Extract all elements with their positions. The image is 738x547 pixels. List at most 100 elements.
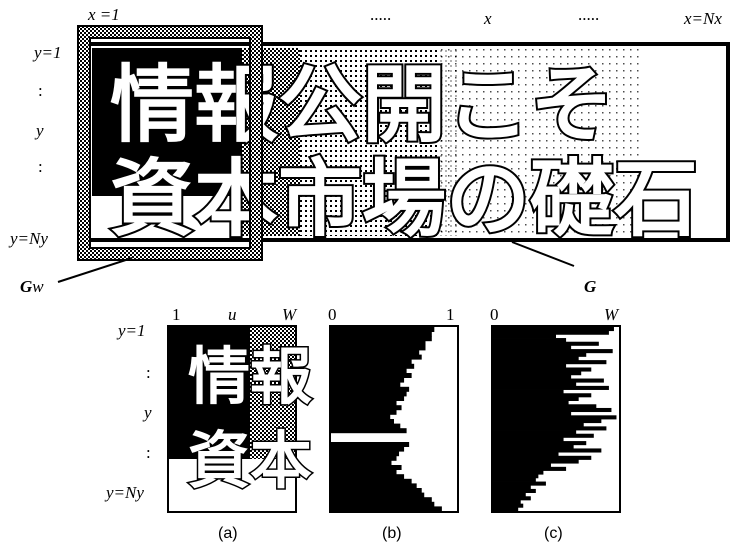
panel-b-profile-bar [331,359,412,365]
panel-c-profile-bar [493,507,519,512]
panel-c-profile-bar [493,404,597,409]
y-label-last: y=Ny [8,229,48,248]
panel-c-profile-bar [493,374,572,379]
panel-c-profile-bar [493,496,531,501]
image-g: 情報公開こそ 資本市場の礎石 [86,42,730,250]
panel-c-profile-bar [493,338,567,343]
panel-a-y-label-first: y=1 [116,321,146,340]
panel-b-profile-bar [331,373,412,378]
panel-b-profile-bar [331,474,405,480]
window-gw-inner-border [89,37,251,249]
panel-a-y-label-y: y [142,403,152,422]
panel-b-profile-bar [331,460,392,466]
y-label-colon-2: : [38,157,43,176]
panel-c-profile-bar [493,415,617,420]
y-label-y: y [34,121,44,140]
panel-c-profile-bar [493,492,526,497]
panel-b-profile-bar [331,386,410,392]
panel-b-profile-bar [331,382,401,388]
panel-c-caption: (c) [544,525,563,542]
panel-b-profile-bar [331,442,410,447]
y-label-first: y=1 [32,43,62,62]
panel-b-profile-bar [331,446,405,452]
panel-b-profile-bar [331,340,426,346]
panel-b-top-label-1: 1 [446,305,455,324]
panel-b-profile-bar [331,345,426,351]
panel-b-profile [331,327,442,512]
panel-b-profile-bar [331,363,415,369]
panel-b-profile-bar [331,396,405,401]
panel-c-profile-bar [493,481,546,486]
panel-b-profile-bar [331,354,422,360]
headline-line-2: 資本市場の礎石 [110,150,698,248]
window-gw-outer-border [77,25,263,261]
gw-label-rest: w [32,277,44,296]
panel-c-top-label-0: 0 [490,305,499,324]
panel-b-profile-bar [331,368,407,374]
panel-b: 0 1 (b) [328,305,459,542]
light-region [92,196,242,236]
panel-b-profile-bar [331,497,432,503]
panel-c-profile-bar [493,367,592,372]
panel-c-profile-bar [493,499,521,505]
window-gw-frame [78,26,262,260]
panel-c-profile-bar [493,378,604,383]
panel-c-profile-bar [493,485,531,490]
panel-c-profile-bar [493,360,607,365]
panel-c-profile-bar [493,477,536,482]
panel-b-top-label-0: 0 [328,305,337,324]
gw-pointer-line [57,257,133,283]
panel-c-profile-bar [493,327,614,332]
halftone-light [440,48,640,236]
x-label-dots-1: ..... [370,5,391,24]
panel-b-profile-bar [331,409,397,415]
panel-c-profile-bar [493,488,536,493]
panel-b-profile-bar [331,423,401,429]
panel-b-profile-bar [331,465,402,470]
panel-c-profile-bar [493,448,602,453]
panel-c-profile-bar [493,411,572,416]
panel-c-profile-bar [493,426,607,431]
panel-b-profile-bar [331,488,422,493]
panel-b-profile-bar [331,327,435,332]
panel-c-top-label-w: W [604,305,620,324]
panel-b-profile-bar [331,492,425,498]
panel-c-profile-bar [493,455,592,460]
window-gw [77,25,263,261]
g-pointer-line [511,241,575,267]
panel-b-profile-bar [331,331,432,337]
panel-c-profile-bar [493,466,567,471]
panel-b-profile-bar [331,391,407,397]
panel-c-profile-bar [493,363,567,368]
panel-c-profile-bar [493,452,559,457]
panel-c-profile-bar [493,349,613,354]
panel-b-profile-bar [331,483,417,489]
panel-c: 0 W (c) [490,305,621,542]
gw-label-bold: G [20,277,33,296]
panel-c-profile-bar [493,407,612,413]
panel-c-profile-bar [493,474,539,479]
x-label-dots-2: ..... [578,5,599,24]
panel-c-profile-bar [493,385,609,390]
panel-c-profile-bar [493,441,587,446]
panel-c-profile [493,327,617,512]
panel-c-profile-bar [493,334,556,339]
halftone-mid [300,48,460,236]
panel-a-y-colon-1: : [146,363,151,382]
panel-b-profile-bar [331,400,397,406]
panel-b-profile-bar [331,506,442,512]
panel-c-profile-bar [493,345,572,350]
panel-a-top-label-u: u [228,305,237,324]
panel-c-profile-bar [493,470,544,475]
panel-b-profile-bar [331,377,405,383]
gw-label: Gw [20,277,44,296]
panel-b-caption: (b) [382,525,402,542]
panel-c-profile-bar [493,422,584,427]
panel-c-profile-bar [493,419,602,424]
panel-c-profile-bar [493,393,592,398]
panel-b-profile-bar [331,350,420,355]
panel-b-profile-bar [331,419,394,424]
panel-c-profile-bar [493,463,551,468]
panel-a-halftone [250,327,295,459]
